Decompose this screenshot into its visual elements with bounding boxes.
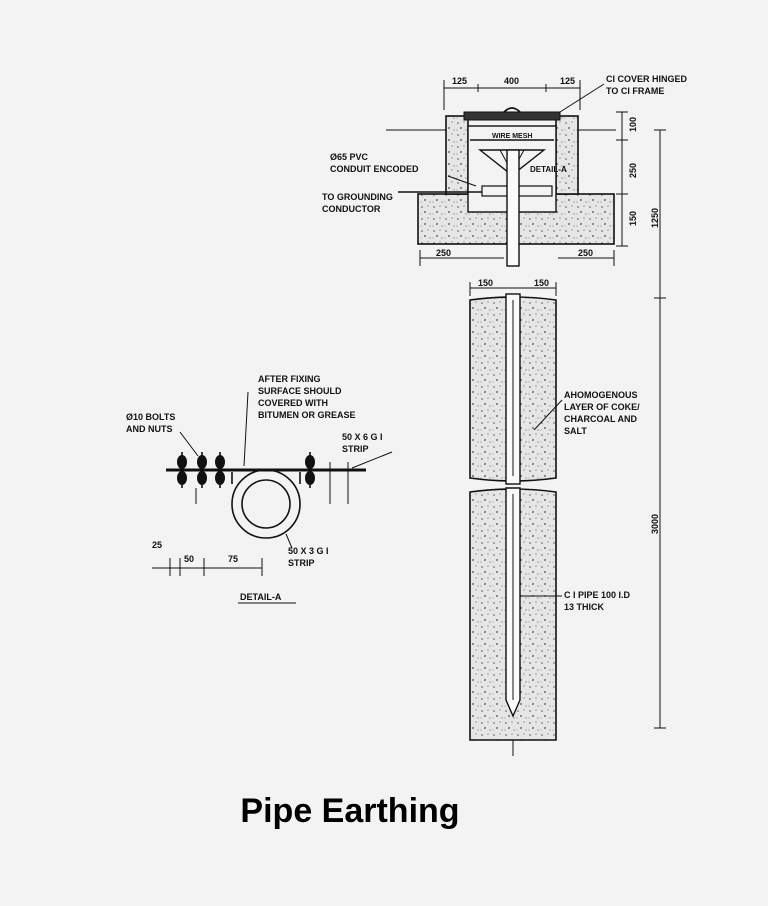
inspection-chamber bbox=[386, 107, 616, 267]
overall-dimension: 1250 3000 bbox=[650, 129, 666, 729]
dim-top-right: 125 bbox=[560, 76, 575, 86]
label-bolts-2: AND NUTS bbox=[126, 424, 173, 434]
label-detail-a-ref: DETAIL-A bbox=[530, 165, 567, 174]
chamber-labels: CI COVER HINGED TO CI FRAME WIRE MESH Ø6… bbox=[322, 74, 688, 214]
label-grounding-2: CONDUCTOR bbox=[322, 204, 381, 214]
label-pvc-1: Ø65 PVC bbox=[330, 152, 369, 162]
dim-bottom-left: 250 bbox=[436, 248, 451, 258]
label-after-fixing-4: BITUMEN OR GREASE bbox=[258, 410, 356, 420]
label-after-fixing-1: AFTER FIXING bbox=[258, 374, 321, 384]
label-homogenous-1: AHOMOGENOUS bbox=[564, 390, 638, 400]
label-ci-pipe-1: C I PIPE 100 I.D bbox=[564, 590, 631, 600]
label-ci-pipe-2: 13 THICK bbox=[564, 602, 605, 612]
bolt-3 bbox=[215, 452, 225, 488]
dim-total-3000: 3000 bbox=[650, 514, 660, 534]
dim-bottom-right: 250 bbox=[578, 248, 593, 258]
detail-a-labels: AFTER FIXING SURFACE SHOULD COVERED WITH… bbox=[126, 374, 383, 602]
dim-pipe-left: 150 bbox=[478, 278, 493, 288]
dim-detail-25: 25 bbox=[152, 540, 162, 550]
label-strip-bot-1: 50 X 3 G I bbox=[288, 546, 329, 556]
bolt-2 bbox=[197, 452, 207, 488]
dim-top-left: 125 bbox=[452, 76, 467, 86]
label-homogenous-3: CHARCOAL AND bbox=[564, 414, 637, 424]
dim-detail-50: 50 bbox=[184, 554, 194, 564]
dim-top-mid: 400 bbox=[504, 76, 519, 86]
label-detail-a-title: DETAIL-A bbox=[240, 592, 282, 602]
dim-right-150: 150 bbox=[628, 211, 638, 226]
dim-detail-75: 75 bbox=[228, 554, 238, 564]
page-title: Pipe Earthing bbox=[240, 792, 460, 830]
chamber-dimensions: 125 400 125 100 250 150 250 250 bbox=[419, 76, 638, 266]
label-homogenous-2: LAYER OF COKE/ bbox=[564, 402, 640, 412]
bolt-4 bbox=[305, 452, 315, 488]
label-ci-cover-2: TO CI FRAME bbox=[606, 86, 664, 96]
pit-labels: AHOMOGENOUS LAYER OF COKE/ CHARCOAL AND … bbox=[520, 390, 640, 612]
label-strip-bot-2: STRIP bbox=[288, 558, 315, 568]
label-strip-top-1: 50 X 6 G I bbox=[342, 432, 383, 442]
label-strip-top-2: STRIP bbox=[342, 444, 369, 454]
label-pvc-2: CONDUIT ENCODED bbox=[330, 164, 419, 174]
label-after-fixing-3: COVERED WITH bbox=[258, 398, 328, 408]
dim-pipe-right: 150 bbox=[534, 278, 549, 288]
label-homogenous-4: SALT bbox=[564, 426, 587, 436]
label-ci-cover-1: CI COVER HINGED bbox=[606, 74, 688, 84]
dim-right-250: 250 bbox=[628, 163, 638, 178]
bolt-1 bbox=[177, 452, 187, 488]
detail-a bbox=[152, 391, 393, 604]
label-wire-mesh: WIRE MESH bbox=[492, 133, 532, 140]
label-grounding-1: TO GROUNDING bbox=[322, 192, 393, 202]
dim-right-1250: 1250 bbox=[650, 208, 660, 228]
label-after-fixing-2: SURFACE SHOULD bbox=[258, 386, 342, 396]
label-bolts-1: Ø10 BOLTS bbox=[126, 412, 175, 422]
earth-pit: 150 150 bbox=[469, 278, 557, 756]
dim-right-100: 100 bbox=[628, 117, 638, 132]
